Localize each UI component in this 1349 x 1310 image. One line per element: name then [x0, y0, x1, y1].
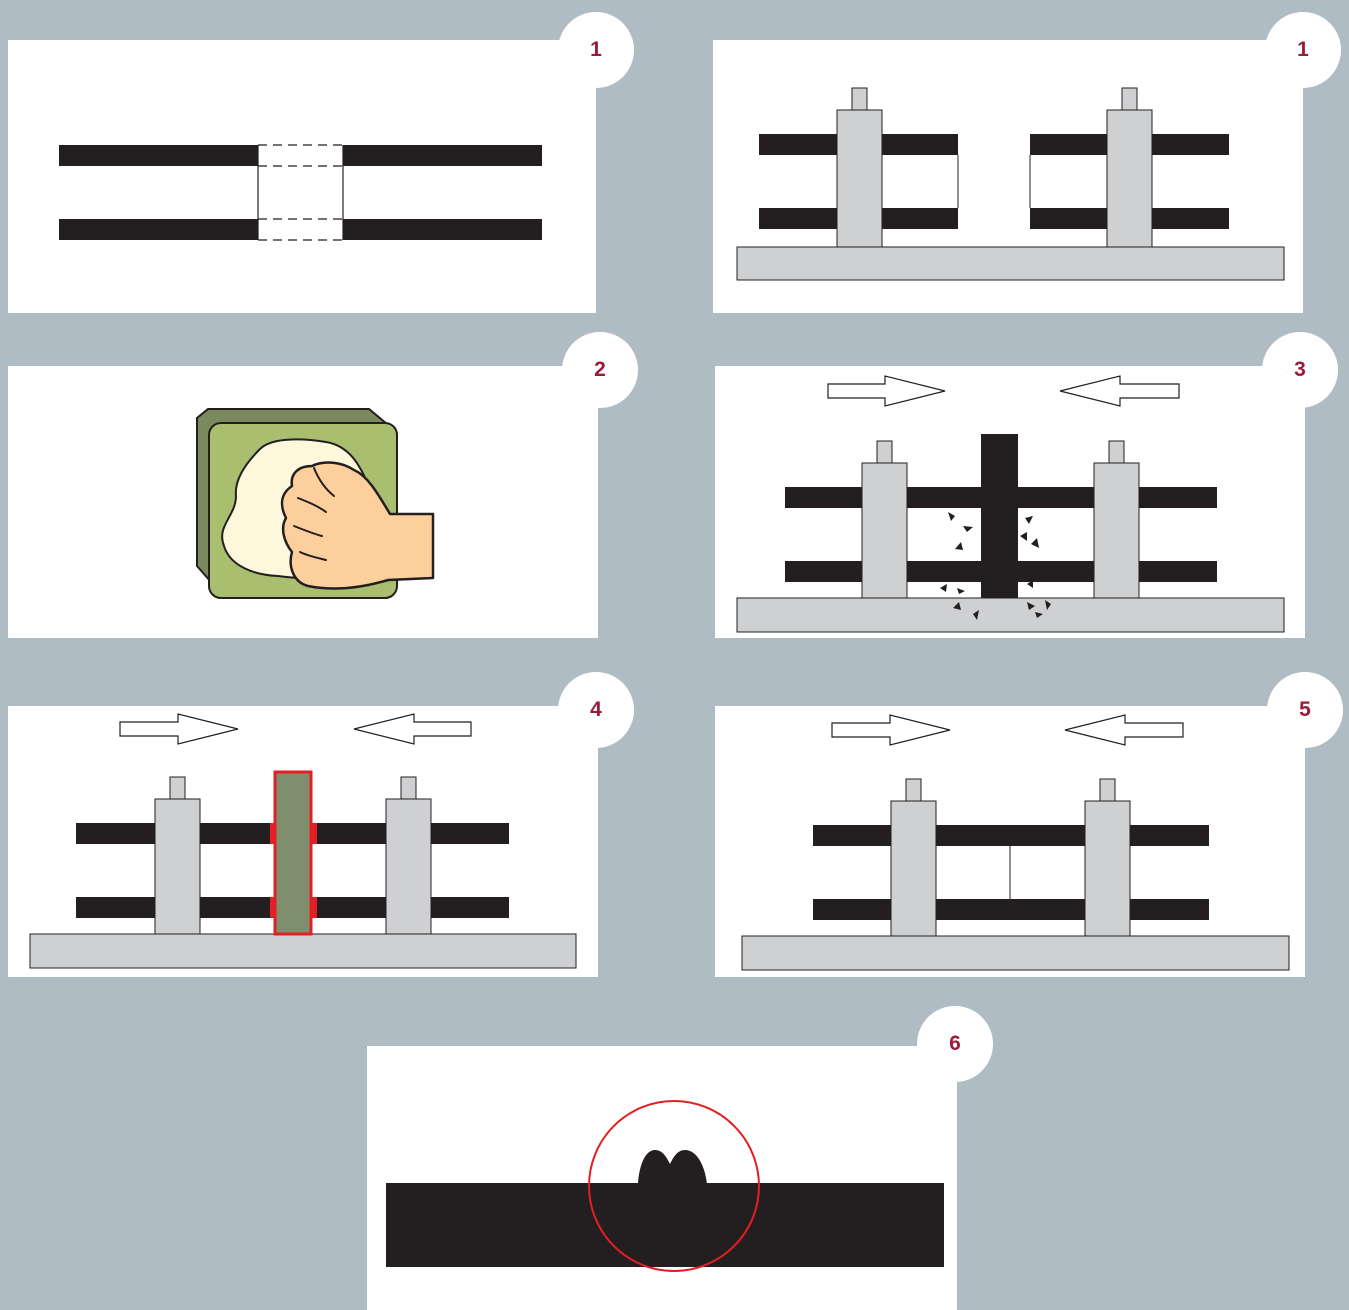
- pipe-cut-diagram: [59, 144, 542, 241]
- step-number-badge: 6: [917, 1006, 993, 1082]
- clamp-right: [1093, 440, 1140, 599]
- joining-diagram: [741, 714, 1290, 971]
- step-number-badge: 1: [1265, 12, 1341, 88]
- arrow-icon: [827, 375, 1180, 407]
- machine-base: [29, 933, 577, 969]
- clamp-right: [385, 776, 432, 935]
- weld-bead-diagram: [386, 1100, 944, 1272]
- pipe-top-joined: [813, 825, 1209, 846]
- step-number-badge: 1: [558, 12, 634, 88]
- panel-step-1-cut: 1: [8, 12, 634, 313]
- machine-base: [736, 246, 1285, 281]
- panel-step-3-facing: 3: [715, 332, 1338, 638]
- panel-step-5-joining: 5: [715, 672, 1343, 977]
- clamp-left: [861, 440, 908, 599]
- clamp-left: [890, 778, 937, 937]
- facing-diagram: [736, 375, 1285, 633]
- clamp-left: [836, 87, 883, 248]
- pipe-wall-welded: [386, 1183, 944, 1267]
- pipe-bottom-joined: [813, 899, 1209, 920]
- step-number-badge: 5: [1267, 672, 1343, 748]
- panel-step-6-bead: 6: [367, 1006, 993, 1310]
- panel-step-2-clean: 2: [8, 332, 638, 638]
- clamp-left: [154, 776, 201, 935]
- panel-step-4-heating: 4: [8, 672, 634, 977]
- pipe-wall-bottom-left: [59, 219, 258, 240]
- machine-base: [741, 935, 1290, 971]
- step-number-badge: 3: [1262, 332, 1338, 408]
- step-number-badge: 4: [558, 672, 634, 748]
- heating-diagram: [29, 713, 577, 969]
- machine-base: [736, 597, 1285, 633]
- step-number-badge: 2: [562, 332, 638, 408]
- clamp-right: [1084, 778, 1131, 937]
- pipe-wall-top-right: [343, 145, 542, 166]
- bead-highlight-circle: [588, 1100, 760, 1272]
- shavings: [940, 512, 1051, 620]
- hand: [280, 461, 435, 590]
- pipe-wall-bottom-right: [343, 219, 542, 240]
- arrow-icon: [119, 713, 472, 745]
- pipe-clamp-diagram: [736, 87, 1285, 281]
- panel-step-1-clamp: 1: [713, 12, 1341, 313]
- cut-section-outline: [257, 144, 344, 241]
- clamp-right: [1106, 87, 1153, 248]
- hand-wiping-icon: [196, 408, 435, 599]
- arrow-icon: [831, 714, 1184, 746]
- facing-tool: [981, 434, 1018, 598]
- weld-bead: [638, 1150, 707, 1184]
- heater-plate: [273, 770, 313, 936]
- pipe-wall-top-left: [59, 145, 258, 166]
